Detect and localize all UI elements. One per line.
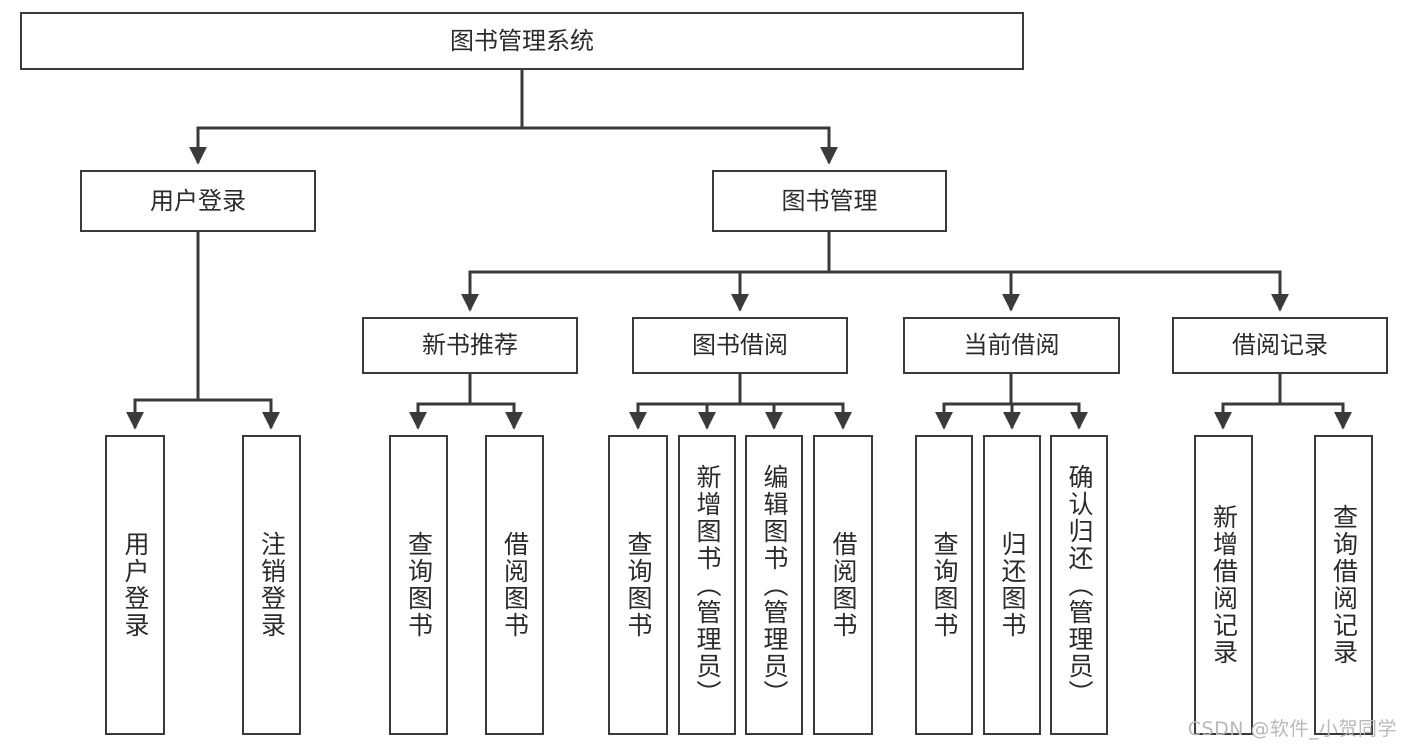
node-leaf-query-book-cur[interactable]: 查询图书 [915, 435, 973, 735]
node-new-book-recommend-label: 新书推荐 [422, 331, 518, 360]
node-leaf-user-login[interactable]: 用户登录 [105, 435, 165, 735]
edge-group-root [189, 70, 838, 165]
node-root[interactable]: 图书管理系统 [20, 12, 1024, 70]
node-leaf-add-book-label: 新增图书（管理员） [693, 463, 722, 707]
node-borrow-record[interactable]: 借阅记录 [1172, 317, 1388, 374]
node-leaf-edit-book[interactable]: 编辑图书（管理员） [745, 435, 803, 735]
node-book-borrow-label: 图书借阅 [692, 331, 788, 360]
edge-group-book-borrow [629, 374, 852, 430]
node-leaf-query-book-borrow[interactable]: 查询图书 [608, 435, 668, 735]
node-leaf-add-book[interactable]: 新增图书（管理员） [678, 435, 736, 735]
node-leaf-user-login-label: 用户登录 [121, 531, 150, 639]
node-leaf-borrow-book-rec-label: 借阅图书 [500, 531, 530, 639]
node-book-borrow[interactable]: 图书借阅 [632, 317, 848, 374]
node-leaf-logout-label: 注销登录 [257, 531, 287, 639]
node-leaf-query-book-rec[interactable]: 查询图书 [389, 435, 448, 735]
edge-group-book-manage [461, 232, 1289, 312]
edge-group-new-book-recommend [409, 374, 523, 430]
node-leaf-add-record-label: 新增借阅记录 [1209, 504, 1239, 666]
node-current-borrow-label: 当前借阅 [963, 331, 1060, 360]
node-leaf-query-record[interactable]: 查询借阅记录 [1314, 435, 1373, 735]
node-leaf-return-book[interactable]: 归还图书 [983, 435, 1041, 735]
node-leaf-query-book-cur-label: 查询图书 [930, 531, 959, 639]
edge-group-borrow-record [1214, 374, 1352, 430]
node-book-manage[interactable]: 图书管理 [712, 170, 947, 232]
node-leaf-query-book-borrow-label: 查询图书 [624, 531, 653, 639]
node-leaf-return-book-label: 归还图书 [998, 531, 1027, 639]
node-user-login-label: 用户登录 [150, 186, 246, 215]
node-leaf-edit-book-label: 编辑图书（管理员） [760, 463, 789, 707]
node-leaf-borrow-book-rec[interactable]: 借阅图书 [485, 435, 544, 735]
node-leaf-query-record-label: 查询借阅记录 [1329, 504, 1359, 666]
node-borrow-record-label: 借阅记录 [1232, 331, 1328, 360]
node-leaf-borrow-book-label: 借阅图书 [829, 531, 858, 639]
edge-group-user-login [126, 232, 280, 430]
node-leaf-logout[interactable]: 注销登录 [242, 435, 301, 735]
node-root-label: 图书管理系统 [450, 26, 594, 55]
edge-group-current-borrow [935, 374, 1088, 430]
node-user-login[interactable]: 用户登录 [80, 170, 316, 232]
watermark-text: CSDN @软件_小贺同学 [1187, 718, 1397, 740]
node-leaf-confirm-return[interactable]: 确认归还（管理员） [1050, 435, 1108, 735]
node-leaf-query-book-rec-label: 查询图书 [404, 531, 434, 639]
node-new-book-recommend[interactable]: 新书推荐 [362, 317, 578, 374]
node-leaf-add-record[interactable]: 新增借阅记录 [1194, 435, 1253, 735]
node-current-borrow[interactable]: 当前借阅 [903, 317, 1120, 374]
node-leaf-confirm-return-label: 确认归还（管理员） [1065, 463, 1094, 707]
node-leaf-borrow-book[interactable]: 借阅图书 [813, 435, 873, 735]
node-book-manage-label: 图书管理 [781, 186, 878, 215]
